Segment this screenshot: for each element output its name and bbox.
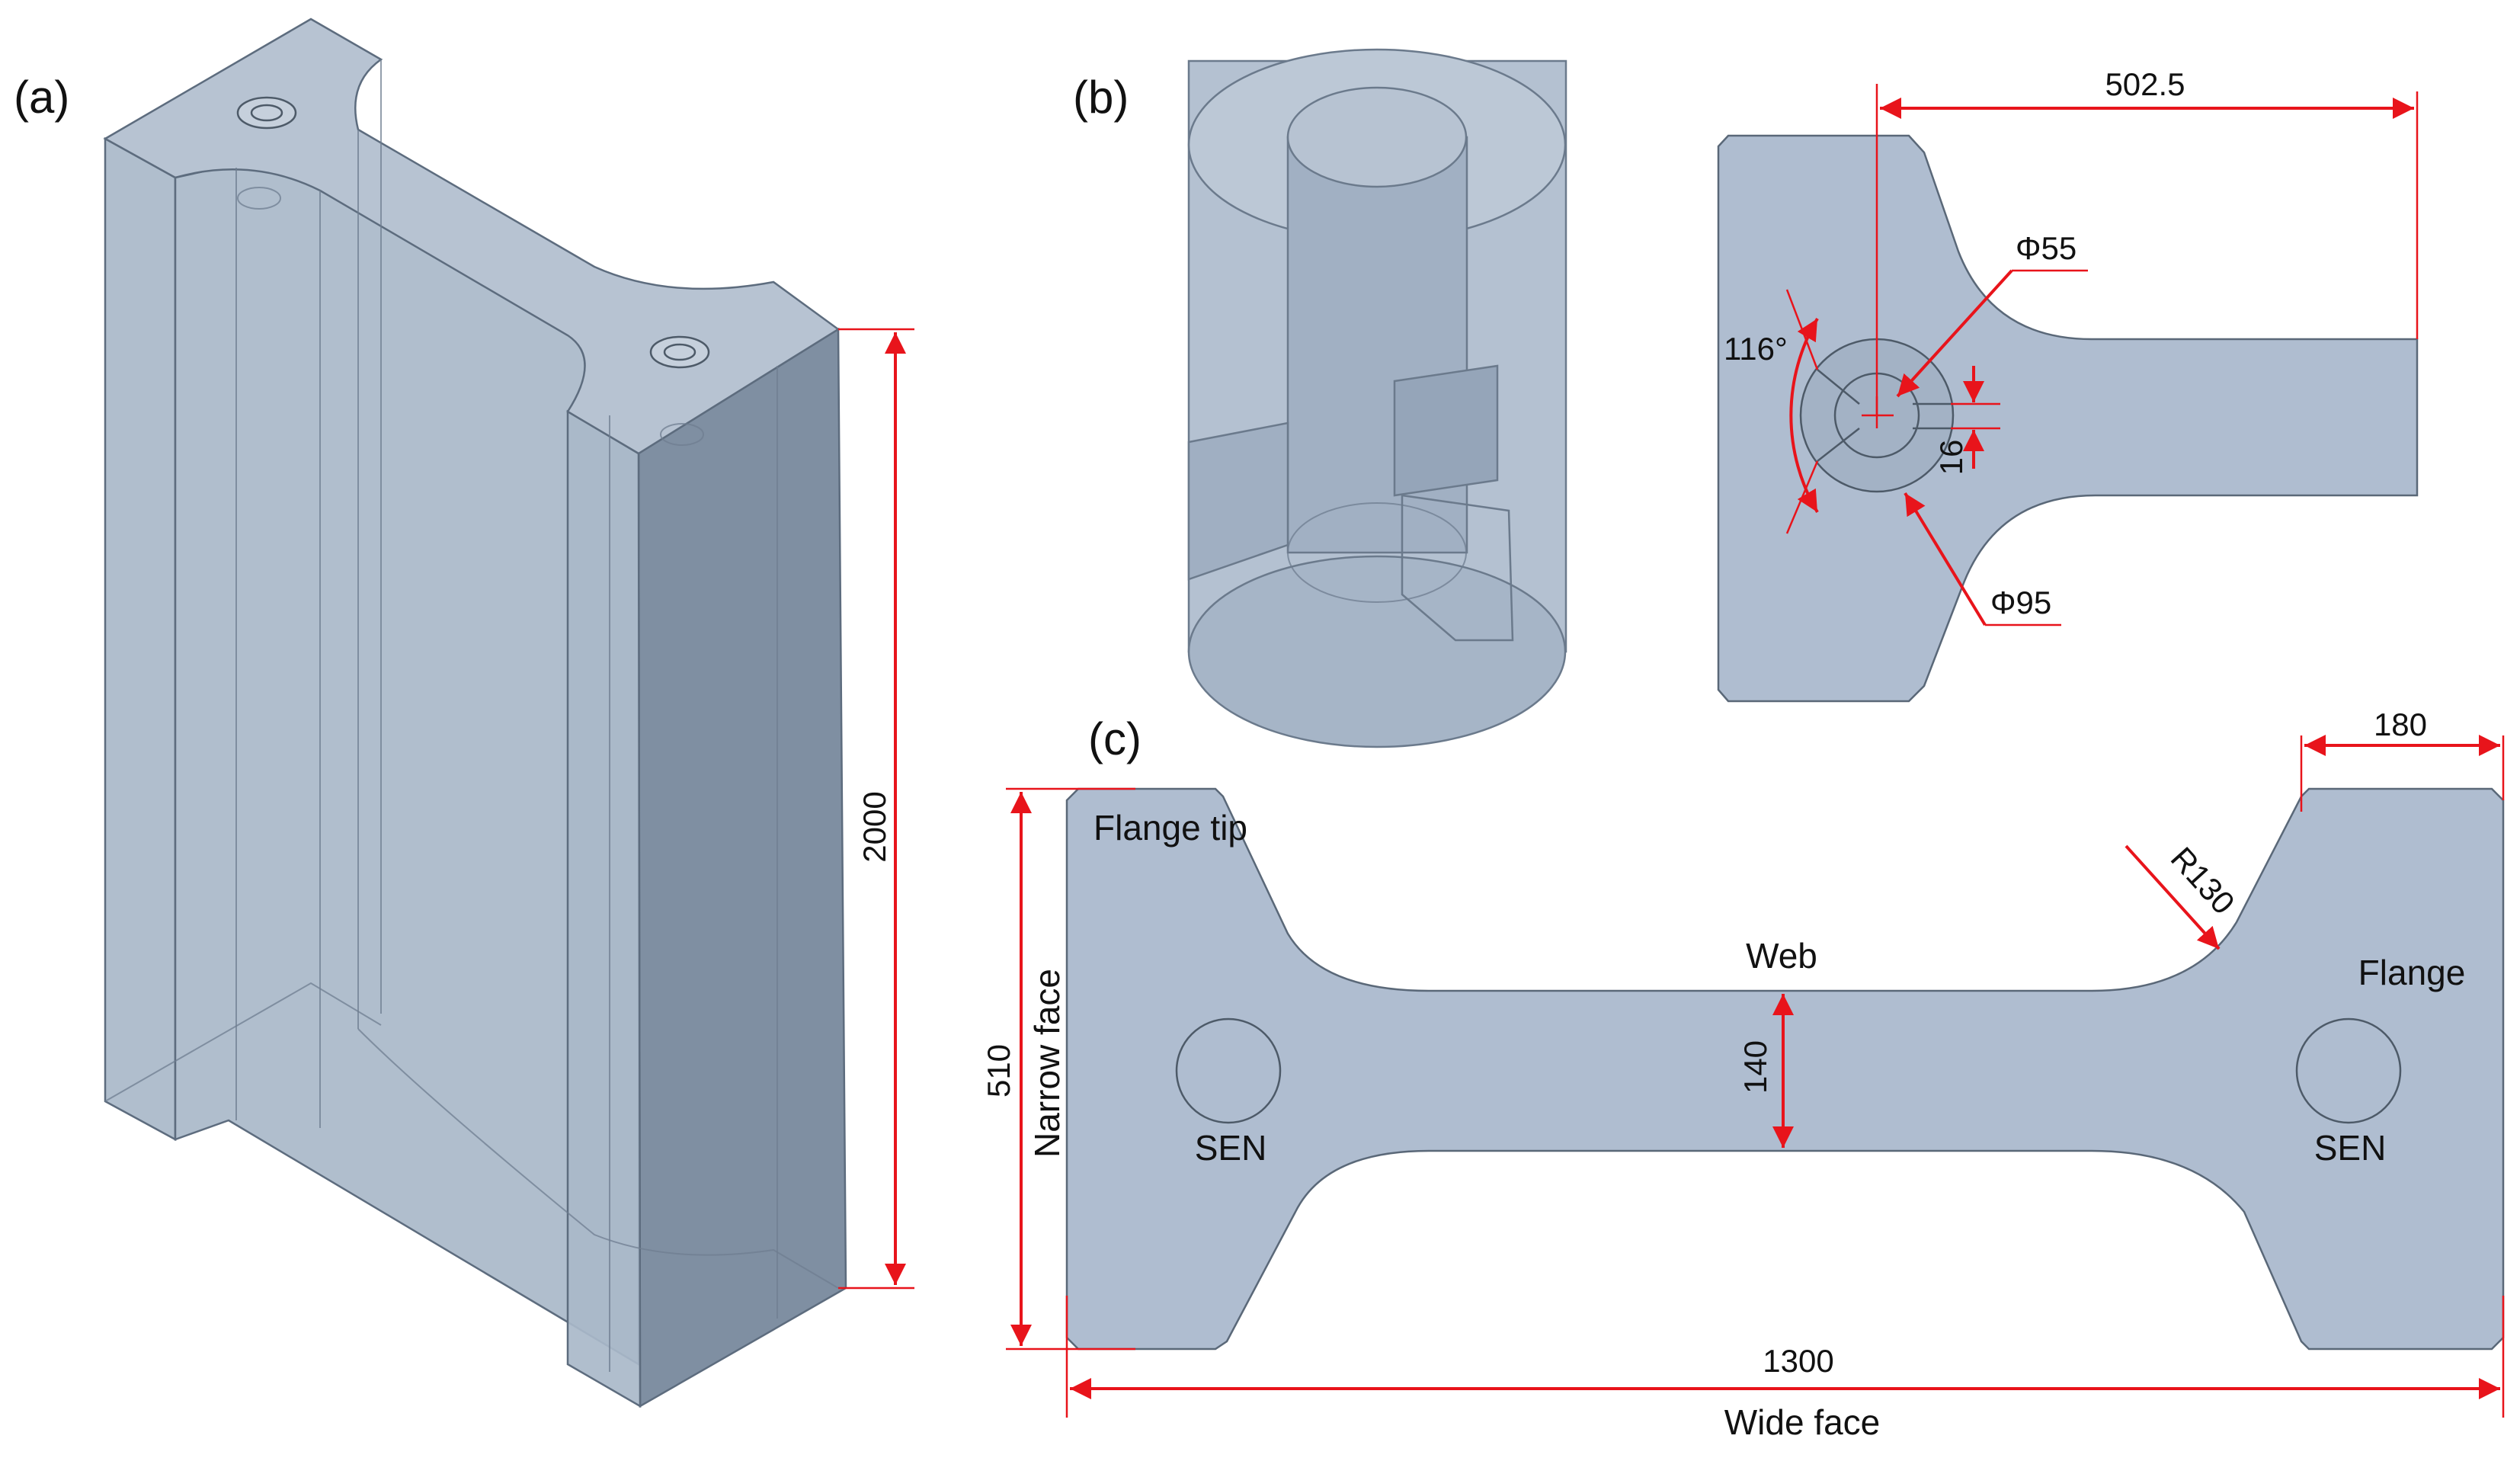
sen-ring-left: [236, 96, 297, 130]
sen-bore-top: [1286, 86, 1468, 188]
outer-diameter-label: Φ95: [1990, 585, 2051, 620]
panel-c: (c) SEN SEN Flange tip Web Flange Narrow…: [981, 707, 2505, 1442]
sen-hole-left: [250, 104, 283, 122]
height-dimension-label: 2000: [857, 791, 892, 862]
mould-right-face: [637, 327, 847, 1408]
sen-port-right: [660, 423, 704, 446]
inner-diameter-label: Φ55: [2016, 230, 2077, 266]
fillet-radius-label: R130: [2164, 840, 2242, 921]
sen-port-right-upper-3d: [1393, 364, 1499, 497]
beam-blank-section: [1065, 787, 2505, 1351]
leader-arrow: [1896, 269, 2013, 398]
mould-right-front-face: [566, 409, 642, 1408]
web-thickness-label: 140: [1737, 1040, 1773, 1094]
panel-a-label: (a): [14, 72, 69, 123]
web-label: Web: [1746, 936, 1817, 976]
panel-c-label: (c): [1088, 713, 1142, 764]
flange-tip-label: Flange tip: [1093, 808, 1247, 848]
sen-bore-bottom: [1287, 502, 1467, 603]
wide-face-label: Wide face: [1724, 1402, 1881, 1442]
port-width-label: 16: [1933, 440, 1969, 476]
flange-width-label: 180: [2374, 707, 2427, 742]
height-dimension-a: 2000: [838, 328, 914, 1290]
sen-ring-right: [649, 335, 710, 369]
narrow-face-label: Narrow face: [1027, 969, 1067, 1158]
width-dimension-label: 1300: [1763, 1343, 1833, 1379]
sen-cylinder-bottom: [1187, 555, 1567, 748]
sen-port-left: [237, 187, 281, 210]
sen-port-right-lower-3d: [1401, 494, 1514, 642]
panel-a: (a): [14, 18, 914, 1408]
mould-left-front-face: [104, 136, 177, 1142]
mould-ghost-edge: [357, 1028, 839, 1289]
section-dimensions: 502.5 Φ55 Φ95 116° 16: [1724, 66, 2419, 626]
port-wall: [1817, 428, 1860, 462]
panel-b: (b): [1073, 48, 2419, 748]
sen-3d: [1187, 48, 1567, 748]
sen-hole-right: [663, 343, 696, 361]
sen-left-label: SEN: [1195, 1128, 1267, 1168]
sen-right-label: SEN: [2314, 1128, 2387, 1168]
flange-label: Flange: [2358, 953, 2466, 992]
leader-arrow: [1904, 492, 1987, 626]
sen-section: [1717, 134, 2419, 703]
mould-3d: [103, 18, 847, 1408]
mould-ghost-edge: [104, 982, 382, 1102]
panel-b-label: (b): [1073, 72, 1129, 123]
sen-circle-right: [2295, 1017, 2402, 1124]
sen-bore: [1286, 136, 1468, 554]
sen-circle-left: [1175, 1017, 1282, 1124]
radius-leader: [2125, 844, 2221, 950]
port-wall: [1817, 369, 1860, 405]
offset-dimension-label: 502.5: [2105, 66, 2185, 102]
height-dimension-c-label: 510: [981, 1044, 1017, 1098]
port-angle-label: 116°: [1724, 331, 1788, 367]
angle-arc: [1789, 317, 1819, 514]
mould-section: [1717, 134, 2419, 703]
sen-port-left-3d: [1187, 421, 1289, 581]
